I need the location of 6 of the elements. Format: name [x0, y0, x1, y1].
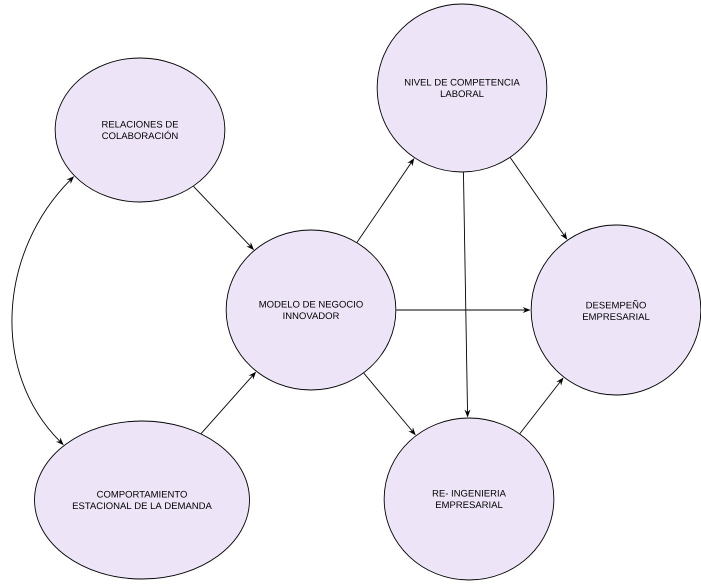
ellipse-node: NIVEL DE COMPETENCIA LABORAL [376, 4, 548, 172]
ellipse-node: RELACIONES DE COLABORACIÓN [54, 58, 226, 202]
ellipse-node: MODELO DE NEGOCIO INNOVADOR [226, 230, 396, 390]
ellipse-node: DESEMPEÑO EMPRESARIAL [530, 224, 701, 396]
ellipse-node: COMPORTAMIENTO ESTACIONAL DE LA DEMANDA [34, 420, 250, 580]
ellipse-node: RE- INGENIERIA EMPRESARIAL [384, 418, 554, 580]
